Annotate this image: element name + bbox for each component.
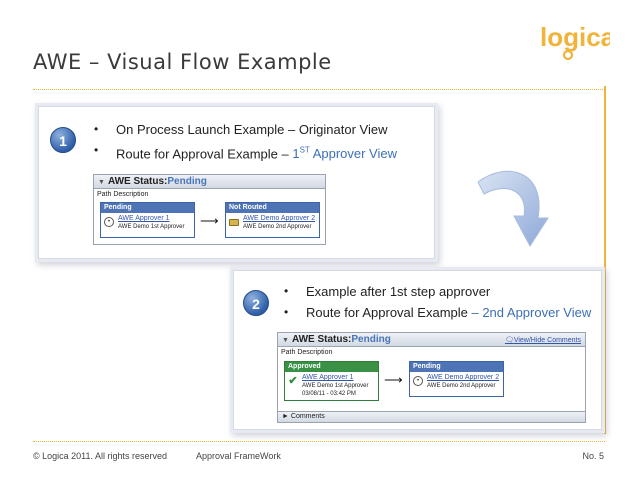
step-status-header: Approved bbox=[285, 362, 378, 372]
logica-logo: logica bbox=[538, 18, 616, 62]
awe-status-box: ▼AWE Status:Pending 🗨View/Hide Comments … bbox=[277, 332, 586, 423]
right-accent-bar bbox=[604, 86, 606, 434]
status-label: AWE Status: bbox=[291, 334, 352, 345]
bullet-text: Route for Approval Example bbox=[306, 305, 472, 320]
approver-role: AWE Demo 1st Approver bbox=[302, 383, 369, 389]
curved-arrow-icon bbox=[468, 160, 558, 260]
comment-bubble-icon: 🗨 bbox=[504, 337, 514, 344]
path-description: Path Description bbox=[281, 349, 333, 356]
folder-icon bbox=[229, 219, 239, 226]
clock-icon: • bbox=[413, 376, 423, 386]
bullet-text: Example after 1st step approver bbox=[306, 284, 491, 299]
highlight-superscript: ST bbox=[299, 146, 310, 155]
slide-title: AWE – Visual Flow Example bbox=[33, 50, 332, 74]
step-status-header: Pending bbox=[410, 362, 503, 372]
svg-text:logica: logica bbox=[540, 22, 610, 52]
comments-label: Comments bbox=[290, 413, 325, 420]
bullet-highlight: – 2nd Approver View bbox=[471, 305, 592, 320]
originator-view-panel: 1 On Process Launch Example – Originator… bbox=[38, 106, 435, 259]
approver-role: AWE Demo 1st Approver bbox=[118, 224, 185, 230]
path-description: Path Description bbox=[97, 191, 149, 198]
view-hide-comments-link[interactable]: 🗨View/Hide Comments bbox=[505, 334, 581, 347]
arrow-right-icon: ⟶ bbox=[200, 213, 219, 228]
expand-caret-icon[interactable]: ► bbox=[282, 413, 289, 420]
clock-icon: • bbox=[104, 217, 114, 227]
awe-status-header[interactable]: ▼AWE Status:Pending 🗨View/Hide Comments bbox=[278, 333, 585, 347]
bullet-item: Example after 1st step approver bbox=[284, 281, 591, 302]
step-status-header: Pending bbox=[101, 203, 194, 213]
approver-link[interactable]: AWE Approver 1 bbox=[302, 374, 354, 381]
comments-section-header[interactable]: ► Comments bbox=[278, 411, 585, 422]
approval-step-card: Pending • AWE Approver 1 AWE Demo 1st Ap… bbox=[100, 202, 195, 238]
approval-step-card: Approved ✔ AWE Approver 1 AWE Demo 1st A… bbox=[284, 361, 379, 401]
bullet-item: Route for Approval Example – 1ST Approve… bbox=[94, 140, 397, 164]
bullet-text: Route for Approval Example – bbox=[116, 146, 293, 162]
highlight-number: 1 bbox=[292, 146, 300, 162]
status-value: Pending bbox=[167, 176, 207, 187]
footer-divider bbox=[33, 441, 605, 442]
bullet-highlight: 1ST Approver View bbox=[292, 146, 397, 161]
page-number: No. 5 bbox=[582, 451, 604, 461]
arrow-right-icon: ⟶ bbox=[384, 372, 403, 387]
panel-2-bullets: Example after 1st step approver Route fo… bbox=[284, 281, 591, 323]
view-hide-label: View/Hide Comments bbox=[513, 337, 581, 344]
approver-role: AWE Demo 2nd Approver bbox=[427, 383, 496, 389]
collapse-caret-icon[interactable]: ▼ bbox=[282, 337, 289, 344]
status-value: Pending bbox=[351, 334, 391, 345]
approval-timestamp: 03/08/11 - 03:42 PM bbox=[302, 391, 356, 397]
bullet-item: Route for Approval Example – 2nd Approve… bbox=[284, 302, 591, 323]
step-1-badge: 1 bbox=[50, 127, 76, 153]
approver-link[interactable]: AWE Demo Approver 2 bbox=[427, 374, 500, 381]
collapse-caret-icon[interactable]: ▼ bbox=[98, 179, 105, 186]
awe-status-box: ▼AWE Status:Pending Path Description Pen… bbox=[93, 174, 326, 245]
panel-1-bullets: On Process Launch Example – Originator V… bbox=[94, 119, 397, 164]
footer-framework-text: Approval FrameWork bbox=[196, 451, 281, 461]
title-divider bbox=[33, 89, 605, 90]
approval-step-card: Not Routed AWE Demo Approver 2 AWE Demo … bbox=[225, 202, 320, 238]
status-label: AWE Status: bbox=[107, 176, 168, 187]
approver-link[interactable]: AWE Demo Approver 2 bbox=[243, 215, 316, 222]
second-approver-view-panel: 2 Example after 1st step approver Route … bbox=[233, 270, 602, 430]
step-status-header: Not Routed bbox=[226, 203, 319, 213]
highlight-text: Approver View bbox=[309, 146, 397, 162]
bullet-item: On Process Launch Example – Originator V… bbox=[94, 119, 397, 140]
approval-step-card: Pending • AWE Demo Approver 2 AWE Demo 2… bbox=[409, 361, 504, 397]
check-icon: ✔ bbox=[288, 375, 298, 387]
step-2-badge: 2 bbox=[243, 290, 269, 316]
copyright-text: © Logica 2011. All rights reserved bbox=[33, 451, 168, 461]
approver-link[interactable]: AWE Approver 1 bbox=[118, 215, 170, 222]
approver-role: AWE Demo 2nd Approver bbox=[243, 224, 312, 230]
awe-status-header[interactable]: ▼AWE Status:Pending bbox=[94, 175, 325, 189]
bullet-text: On Process Launch Example – Originator V… bbox=[116, 122, 388, 137]
